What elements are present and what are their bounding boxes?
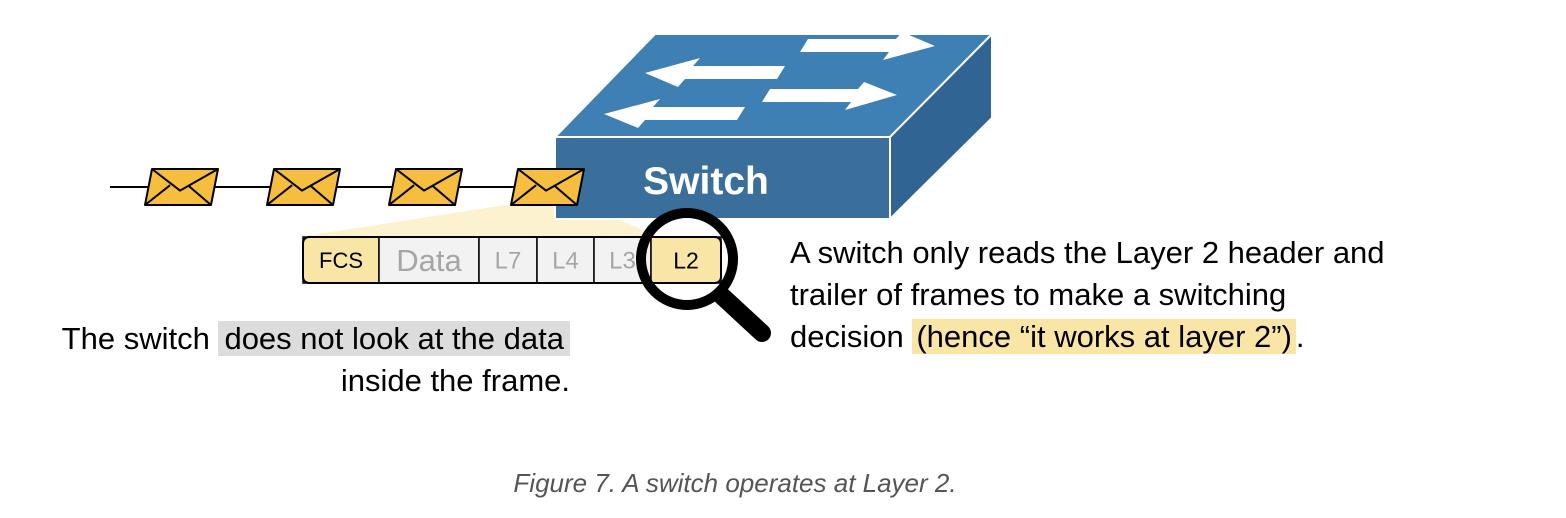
frame-segment-l2: L2 <box>650 236 722 284</box>
frame-structure: FCS Data L7 L4 L3 L2 <box>302 236 722 284</box>
right-annotation-prefix: decision <box>790 319 913 354</box>
switch-box: Switch <box>552 31 995 222</box>
right-annotation-suffix: . <box>1295 319 1305 354</box>
left-annotation-highlight: does not look at the data <box>218 321 570 356</box>
envelope-icon <box>510 168 585 206</box>
frame-segment-data: Data <box>378 236 480 284</box>
frame-segment-label: L2 <box>673 247 699 273</box>
figure-caption: Figure 7. A switch operates at Layer 2. <box>513 468 957 498</box>
right-annotation: A switch only reads the Layer 2 header a… <box>790 232 1385 358</box>
frame-segment-l4: L4 <box>536 236 595 284</box>
envelope-icon <box>388 168 463 206</box>
switch-arrows-icon <box>604 32 935 128</box>
right-annotation-line1: A switch only reads the Layer 2 header a… <box>790 235 1385 270</box>
frame-segment-fcs: FCS <box>302 236 380 284</box>
right-annotation-line3: decision (hence “it works at layer 2”). <box>790 316 1385 358</box>
right-annotation-highlight: (hence “it works at layer 2”) <box>912 319 1296 354</box>
frame-segment-label: FCS <box>319 248 363 273</box>
left-annotation-line2: inside the frame. <box>340 363 570 398</box>
left-annotation-line1: The switch does not look at the data <box>62 318 570 360</box>
frame-segment-label: L4 <box>552 248 579 275</box>
switch-label: Switch <box>643 160 769 203</box>
frame-outline <box>302 236 722 284</box>
frame-segment-label: L7 <box>495 248 522 275</box>
frame-segment-label: L3 <box>609 248 636 275</box>
frame-segment-label: Data <box>396 243 462 278</box>
frame-segment-l7: L7 <box>478 236 538 284</box>
envelope-icon <box>144 168 219 206</box>
envelope-icon <box>266 168 341 206</box>
left-annotation-prefix: The switch <box>61 321 219 356</box>
magnifier-icon <box>636 208 771 342</box>
left-annotation: The switch does not look at the data ins… <box>62 318 570 402</box>
right-annotation-line2: trailer of frames to make a switching <box>790 277 1287 312</box>
frame-envelopes <box>144 168 585 206</box>
